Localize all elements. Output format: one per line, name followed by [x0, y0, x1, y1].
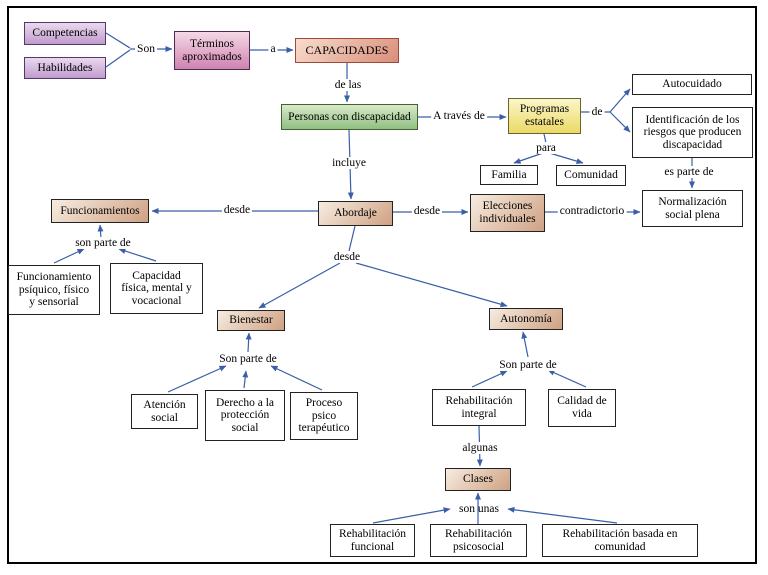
- edge-line: [521, 331, 529, 358]
- edge-line: [348, 225, 356, 252]
- edge-line: [609, 111, 631, 133]
- node-clases: Clases: [445, 468, 511, 491]
- edge-line: [547, 369, 587, 388]
- node-comunidad: Comunidad: [556, 165, 626, 186]
- edge-line: [609, 88, 631, 113]
- edge-label: de las: [332, 79, 364, 91]
- edge-line: [372, 507, 451, 524]
- node-competencias: Competencias: [24, 22, 106, 45]
- edge-line: [355, 262, 508, 308]
- node-rehabilitacion-integral: Rehabilitación integral: [432, 389, 526, 426]
- node-terminos-aproximados: Términos aproximados: [174, 31, 250, 70]
- edge-line: [242, 370, 249, 389]
- edge-label: desde: [331, 251, 363, 263]
- node-capacidades: CAPACIDADES: [295, 38, 399, 63]
- node-proceso-psico: Proceso psico terapéutico: [290, 392, 358, 440]
- edge-line: [105, 32, 131, 49]
- node-identificacion-riesgos: Identificación de los riesgos que produc…: [632, 107, 753, 158]
- edge-line: [167, 365, 227, 393]
- edge-label: de: [589, 106, 605, 118]
- edge-label: algunas: [460, 442, 500, 454]
- node-autocuidado: Autocuidado: [632, 74, 752, 95]
- node-capacidad-fisica: Capacidad física, mental y vocacional: [110, 263, 203, 314]
- edge-line: [105, 49, 131, 68]
- edge-label: desde: [411, 205, 443, 217]
- node-calidad-de-vida: Calidad de vida: [548, 389, 616, 427]
- edge-label: Son parte de: [217, 353, 279, 365]
- node-rehabilitacion-basada: Rehabilitación basada en comunidad: [542, 524, 698, 557]
- edge-label: Son parte de: [497, 359, 559, 371]
- edge-line: [471, 370, 508, 388]
- edge-line: [270, 365, 323, 391]
- edge-line: [97, 224, 104, 239]
- node-bienestar: Bienestar: [217, 310, 285, 331]
- node-habilidades: Habilidades: [24, 57, 106, 79]
- node-familia: Familia: [480, 165, 538, 185]
- edge-label: desde: [221, 204, 253, 216]
- edge-label: contradictorio: [557, 205, 627, 217]
- edge-label: Son: [135, 43, 157, 55]
- node-personas-con-discapacidad: Personas con discapacidad: [281, 104, 418, 130]
- edge-line: [543, 133, 547, 144]
- node-rehabilitacion-funcional: Rehabilitación funcional: [330, 524, 415, 557]
- edge-line: [258, 262, 341, 309]
- edge-line: [507, 506, 618, 524]
- edge-label: a: [268, 43, 278, 55]
- node-rehabilitacion-psicosocial: Rehabilitación psicosocial: [430, 524, 527, 557]
- edge-label: incluye: [330, 157, 368, 169]
- edge-line: [118, 248, 157, 262]
- edge-line: [245, 332, 252, 353]
- node-atencion-social: Atención social: [131, 394, 198, 429]
- node-funcionamientos: Funcionamientos: [51, 199, 149, 223]
- node-funcionamiento-psiquico: Funcionamiento psíquico, físico y sensor…: [8, 265, 100, 315]
- node-abordaje: Abordaje: [318, 201, 393, 226]
- edge-label: son parte de: [73, 237, 133, 249]
- edge-label: A través de: [431, 110, 487, 122]
- node-elecciones-individuales: Elecciones individuales: [470, 194, 545, 232]
- node-autonomia: Autonomía: [489, 308, 563, 330]
- edge-label: son unas: [459, 503, 499, 515]
- edge-line: [53, 248, 85, 264]
- node-normalizacion-social: Normalización social plena: [642, 190, 743, 227]
- node-derecho-proteccion: Derecho a la protección social: [205, 390, 285, 441]
- edge-label: para: [534, 142, 558, 154]
- edge-label: es parte de: [662, 166, 716, 178]
- node-programas-estatales: Programas estatales: [508, 98, 581, 134]
